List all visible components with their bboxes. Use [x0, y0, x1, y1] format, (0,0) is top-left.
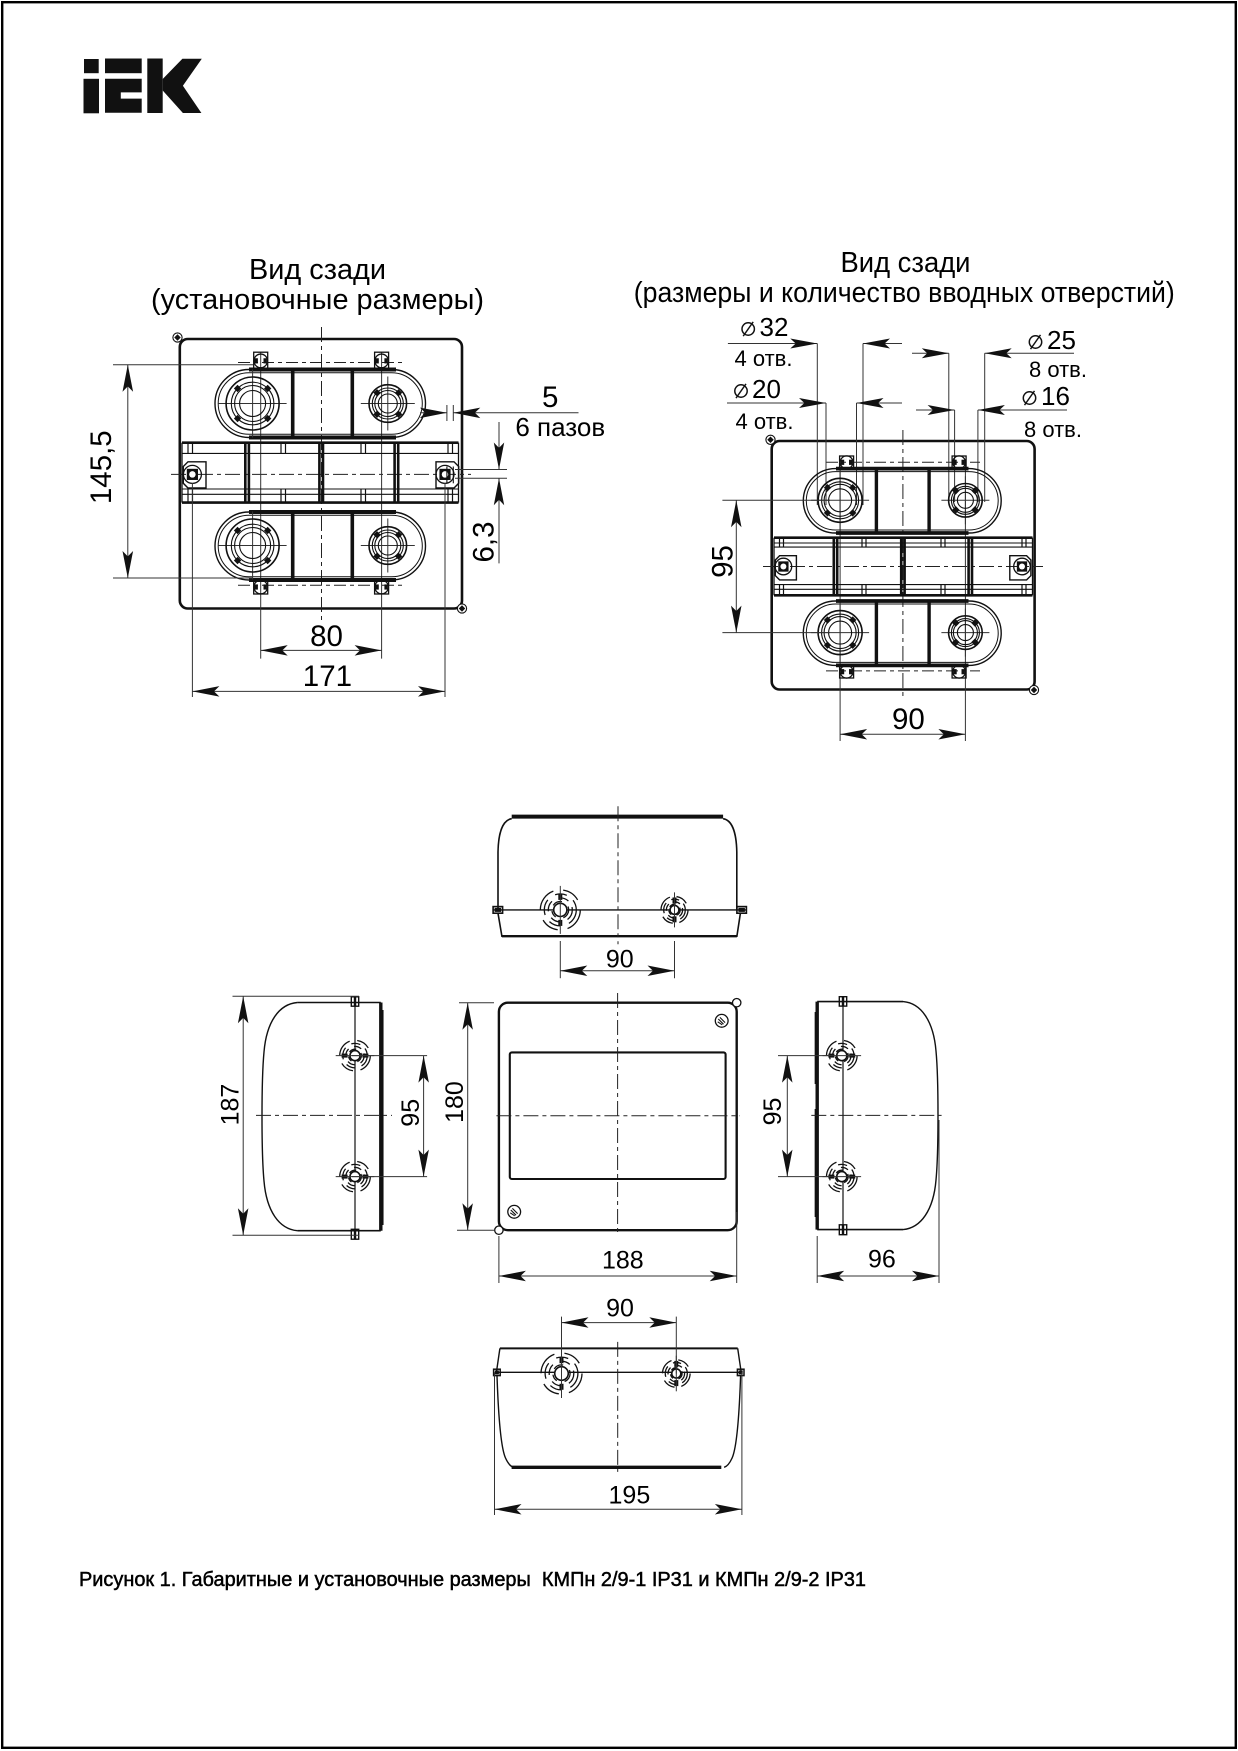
svg-text:8 отв.: 8 отв.	[1029, 357, 1087, 382]
svg-text:95: 95	[706, 545, 739, 578]
svg-text:96: 96	[868, 1245, 896, 1273]
svg-text:(размеры и количество вводных: (размеры и количество вводных отверстий)	[634, 277, 1175, 309]
svg-text:5: 5	[542, 381, 558, 414]
svg-text:90: 90	[606, 946, 634, 974]
svg-text:95: 95	[397, 1099, 425, 1127]
svg-text:25: 25	[1047, 325, 1076, 355]
svg-text:4 отв.: 4 отв.	[736, 409, 794, 434]
svg-text:80: 80	[310, 620, 343, 653]
svg-text:6 пазов: 6 пазов	[515, 412, 605, 442]
svg-text:171: 171	[303, 660, 352, 693]
svg-text:Рисунок 1. Габаритные и устано: Рисунок 1. Габаритные и установочные раз…	[79, 1568, 866, 1591]
svg-text:20: 20	[752, 374, 781, 404]
svg-text:188: 188	[602, 1247, 644, 1275]
svg-text:195: 195	[609, 1482, 651, 1510]
svg-text:8 отв.: 8 отв.	[1024, 417, 1082, 442]
svg-text:95: 95	[759, 1098, 787, 1126]
svg-text:187: 187	[217, 1084, 245, 1126]
svg-text:145,5: 145,5	[85, 430, 118, 504]
svg-text:16: 16	[1041, 381, 1070, 411]
svg-text:90: 90	[892, 703, 925, 736]
svg-text:32: 32	[760, 312, 789, 342]
svg-text:180: 180	[441, 1081, 469, 1123]
svg-text:90: 90	[606, 1295, 634, 1323]
svg-text:Вид сзади: Вид сзади	[841, 247, 971, 279]
svg-text:6,3: 6,3	[468, 521, 501, 562]
svg-text:4 отв.: 4 отв.	[735, 346, 793, 371]
svg-text:(установочные размеры): (установочные размеры)	[151, 284, 484, 316]
svg-text:Вид сзади: Вид сзади	[249, 254, 386, 286]
